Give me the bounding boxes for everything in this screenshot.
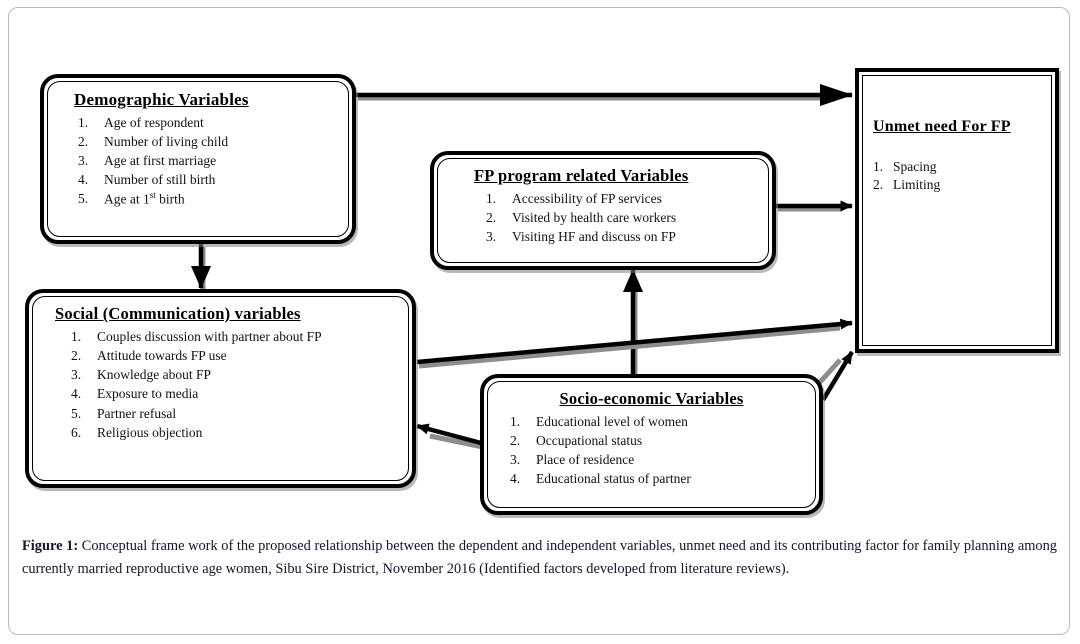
item-number: 5. [71, 405, 82, 421]
node-social-items: 1. Couples discussion with partner about… [41, 327, 400, 442]
node-socio-economic-variables: Socio-economic Variables 1. Educational … [480, 374, 823, 515]
item-text: Visited by health care workers [512, 210, 677, 226]
item-number: 2. [78, 133, 89, 149]
node-unmet-need-for-fp: Unmet need For FP 1. Spacing 2. Limiting [855, 68, 1059, 353]
list-item: 3. Place of residence [510, 450, 807, 469]
item-number: 2. [873, 176, 884, 192]
node-unmet-need-inner: Unmet need For FP 1. Spacing 2. Limiting [862, 75, 1052, 346]
node-demographic-variables: Demographic Variables 1. Age of responde… [40, 74, 356, 244]
list-item: 6. Religious objection [71, 423, 400, 442]
item-number: 4. [510, 471, 521, 487]
node-socio-economic-title: Socio-economic Variables [559, 389, 744, 408]
list-item: 2. Limiting [873, 176, 1051, 194]
node-social-title: Social (Communication) variables [55, 304, 301, 323]
item-number: 5. [78, 191, 89, 207]
item-number: 3. [71, 367, 82, 383]
node-socio-economic-items: 1. Educational level of women 2. Occupat… [496, 412, 807, 489]
item-number: 3. [486, 229, 497, 245]
arrow-socio-economic-to-fp-program [623, 269, 643, 379]
item-text: Religious objection [97, 424, 203, 440]
item-number: 2. [486, 210, 497, 226]
item-text: Visiting HF and discuss on FP [512, 229, 676, 245]
item-text: Knowledge about FP [97, 367, 211, 383]
node-unmet-need-title: Unmet need For FP [873, 118, 1011, 135]
node-social-communication-variables: Social (Communication) variables 1. Coup… [25, 289, 416, 488]
list-item: 1. Accessibility of FP services [486, 189, 760, 208]
list-item: 2. Visited by health care workers [486, 208, 760, 227]
item-number: 4. [78, 172, 89, 188]
arrow-demographic-to-social [191, 244, 211, 289]
node-fp-program-related-variables: FP program related Variables 1. Accessib… [430, 151, 776, 270]
node-unmet-need-items: 1. Spacing 2. Limiting [863, 158, 1051, 193]
item-number: 1. [486, 190, 497, 206]
list-item: 4. Exposure to media [71, 384, 400, 403]
item-text: Couples discussion with partner about FP [97, 328, 322, 344]
item-text: Occupational status [536, 433, 643, 449]
item-text: Number of living child [104, 133, 229, 149]
node-fp-program-title: FP program related Variables [474, 166, 689, 185]
item-text: Educational status of partner [536, 471, 691, 487]
ordinal-suffix: st [149, 190, 156, 201]
item-text: Age at 1st birth [104, 190, 185, 207]
item-text: Place of residence [536, 452, 635, 468]
node-social-inner: Social (Communication) variables 1. Coup… [32, 296, 409, 481]
item-text: Age of respondent [104, 114, 204, 130]
item-number: 1. [78, 114, 89, 130]
figure-caption-text: Conceptual frame work of the proposed re… [22, 538, 1057, 577]
node-demographic-items: 1. Age of respondent 2. Number of living… [56, 113, 340, 209]
item-number: 4. [71, 386, 82, 402]
list-item: 4. Educational status of partner [510, 469, 807, 488]
list-item: 1. Educational level of women [510, 412, 807, 431]
list-item: 3. Knowledge about FP [71, 365, 400, 384]
item-text: Accessibility of FP services [512, 190, 662, 206]
node-fp-program-inner: FP program related Variables 1. Accessib… [437, 158, 769, 263]
arrow-socio-economic-to-social [416, 423, 484, 450]
list-item: 3. Age at first marriage [78, 151, 340, 170]
node-fp-program-items: 1. Accessibility of FP services 2. Visit… [446, 189, 760, 246]
list-item: 1. Couples discussion with partner about… [71, 327, 400, 346]
list-item: 1. Age of respondent [78, 113, 340, 132]
connector-layer [191, 84, 854, 450]
item-text: Educational level of women [536, 413, 688, 429]
list-item: 2. Attitude towards FP use [71, 346, 400, 365]
list-item: 2. Occupational status [510, 431, 807, 450]
figure-caption-label: Figure 1: [22, 538, 79, 554]
arrow-fp-program-to-unmet-need [776, 200, 853, 212]
list-item: 4. Number of still birth [78, 170, 340, 189]
item-text: Attitude towards FP use [97, 348, 227, 364]
item-number: 3. [510, 452, 521, 468]
arrow-demographic-to-unmet-need [356, 84, 853, 106]
item-text: Limiting [893, 176, 941, 192]
item-number: 1. [873, 159, 884, 175]
node-demographic-title: Demographic Variables [74, 90, 249, 109]
item-number: 3. [78, 152, 89, 168]
list-item: 5. Partner refusal [71, 404, 400, 423]
node-socio-economic-inner: Socio-economic Variables 1. Educational … [487, 381, 816, 508]
conceptual-framework-diagram: Demographic Variables 1. Age of responde… [25, 68, 1059, 515]
item-number: 2. [71, 348, 82, 364]
item-text: Spacing [893, 159, 937, 175]
item-number: 6. [71, 424, 82, 440]
list-item: 5. Age at 1st birth [78, 189, 340, 209]
item-text: Age at first marriage [104, 152, 217, 168]
figure-caption: Figure 1: Conceptual frame work of the p… [22, 535, 1057, 581]
list-item: 1. Spacing [873, 158, 1051, 176]
item-number: 1. [510, 413, 521, 429]
node-demographic-inner: Demographic Variables 1. Age of responde… [47, 81, 349, 237]
arrow-social-to-unmet-need [416, 318, 853, 369]
item-text: Exposure to media [97, 386, 199, 402]
list-item: 2. Number of living child [78, 132, 340, 151]
item-number: 1. [71, 328, 82, 344]
item-text: Number of still birth [104, 172, 216, 188]
item-number: 2. [510, 433, 521, 449]
item-text: Partner refusal [97, 405, 177, 421]
list-item: 3. Visiting HF and discuss on FP [486, 227, 760, 246]
